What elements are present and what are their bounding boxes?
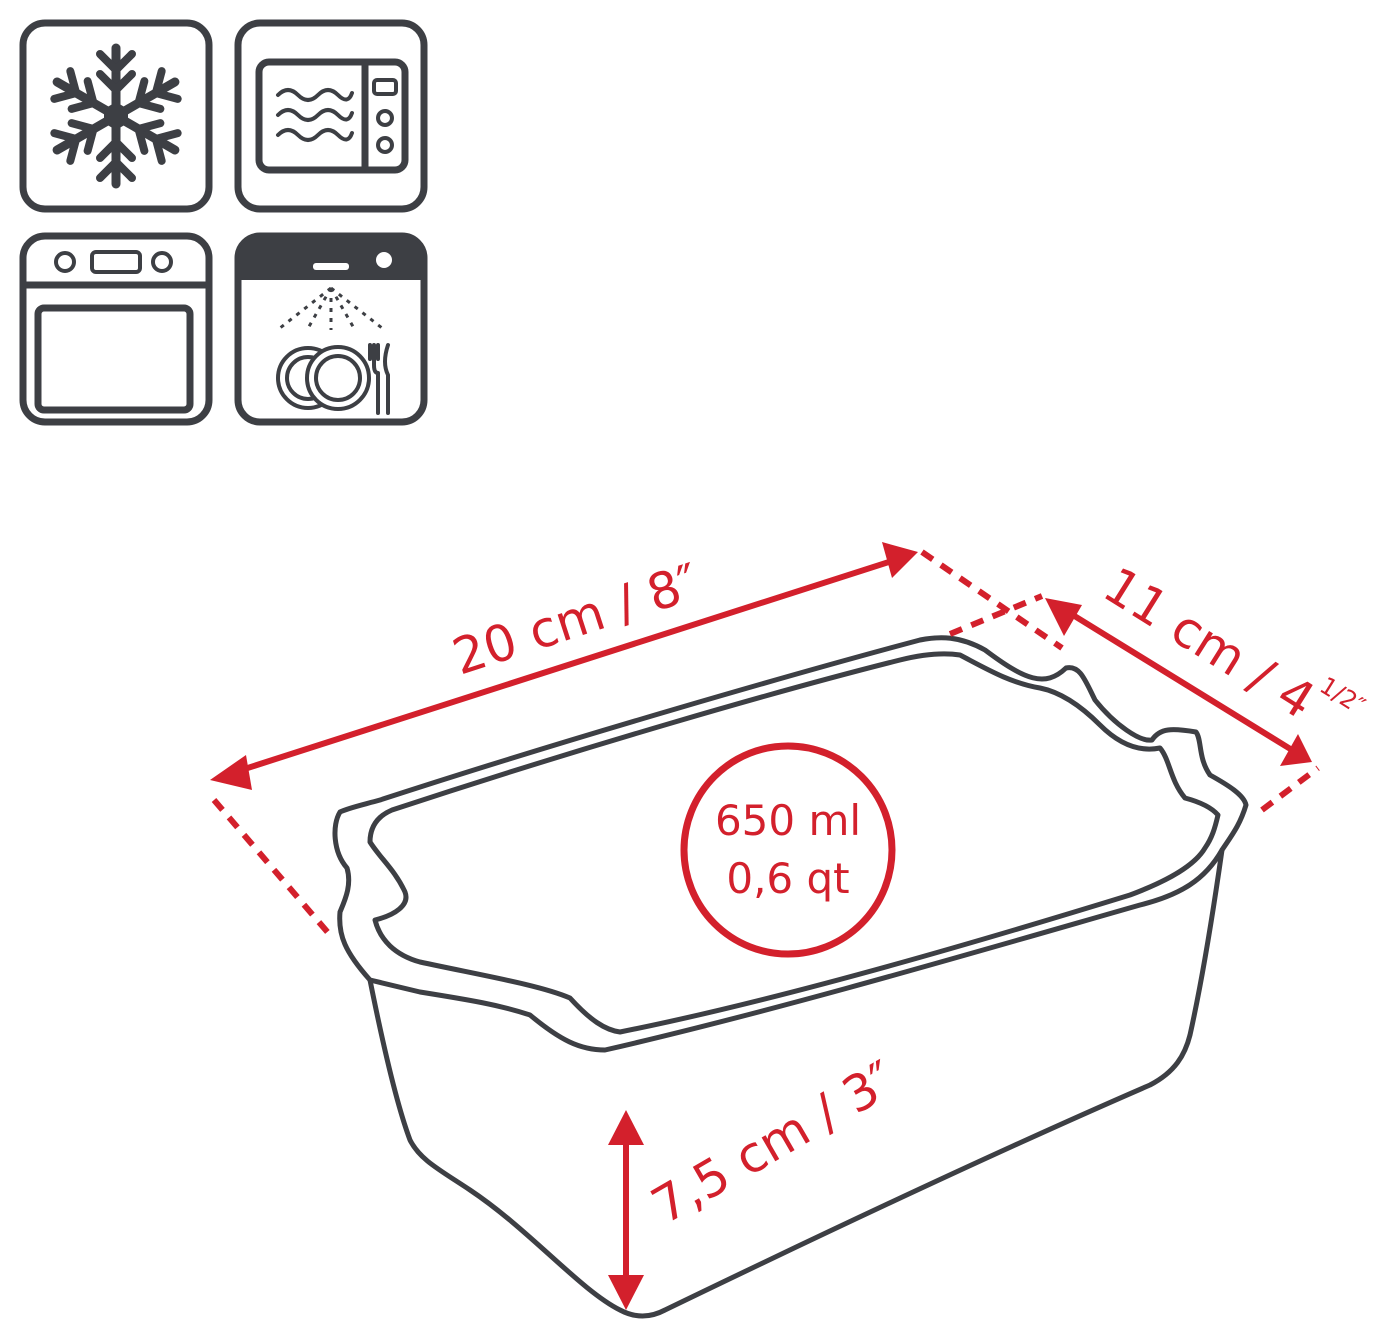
width-fraction-label: 1/2″ xyxy=(1315,671,1370,720)
loaf-pan-drawing xyxy=(332,635,1249,1319)
width-label: 11 cm / 4 xyxy=(1094,556,1325,730)
capacity-ml: 650 ml xyxy=(715,796,861,845)
icon-grid xyxy=(19,19,428,426)
height-label: 7,5 cm / 3″ xyxy=(642,1050,905,1236)
capacity-badge: 650 ml 0,6 qt xyxy=(680,742,896,958)
height-dimension: 7,5 cm / 3″ xyxy=(608,1050,905,1310)
capacity-qt: 0,6 qt xyxy=(726,854,849,903)
oven-icon xyxy=(19,232,213,426)
microwave-icon xyxy=(234,19,428,213)
length-dimension: 20 cm / 8″ xyxy=(210,542,1064,937)
length-label: 20 cm / 8″ xyxy=(446,553,706,687)
snowflake-icon xyxy=(19,19,213,213)
dishwasher-icon xyxy=(234,232,428,426)
